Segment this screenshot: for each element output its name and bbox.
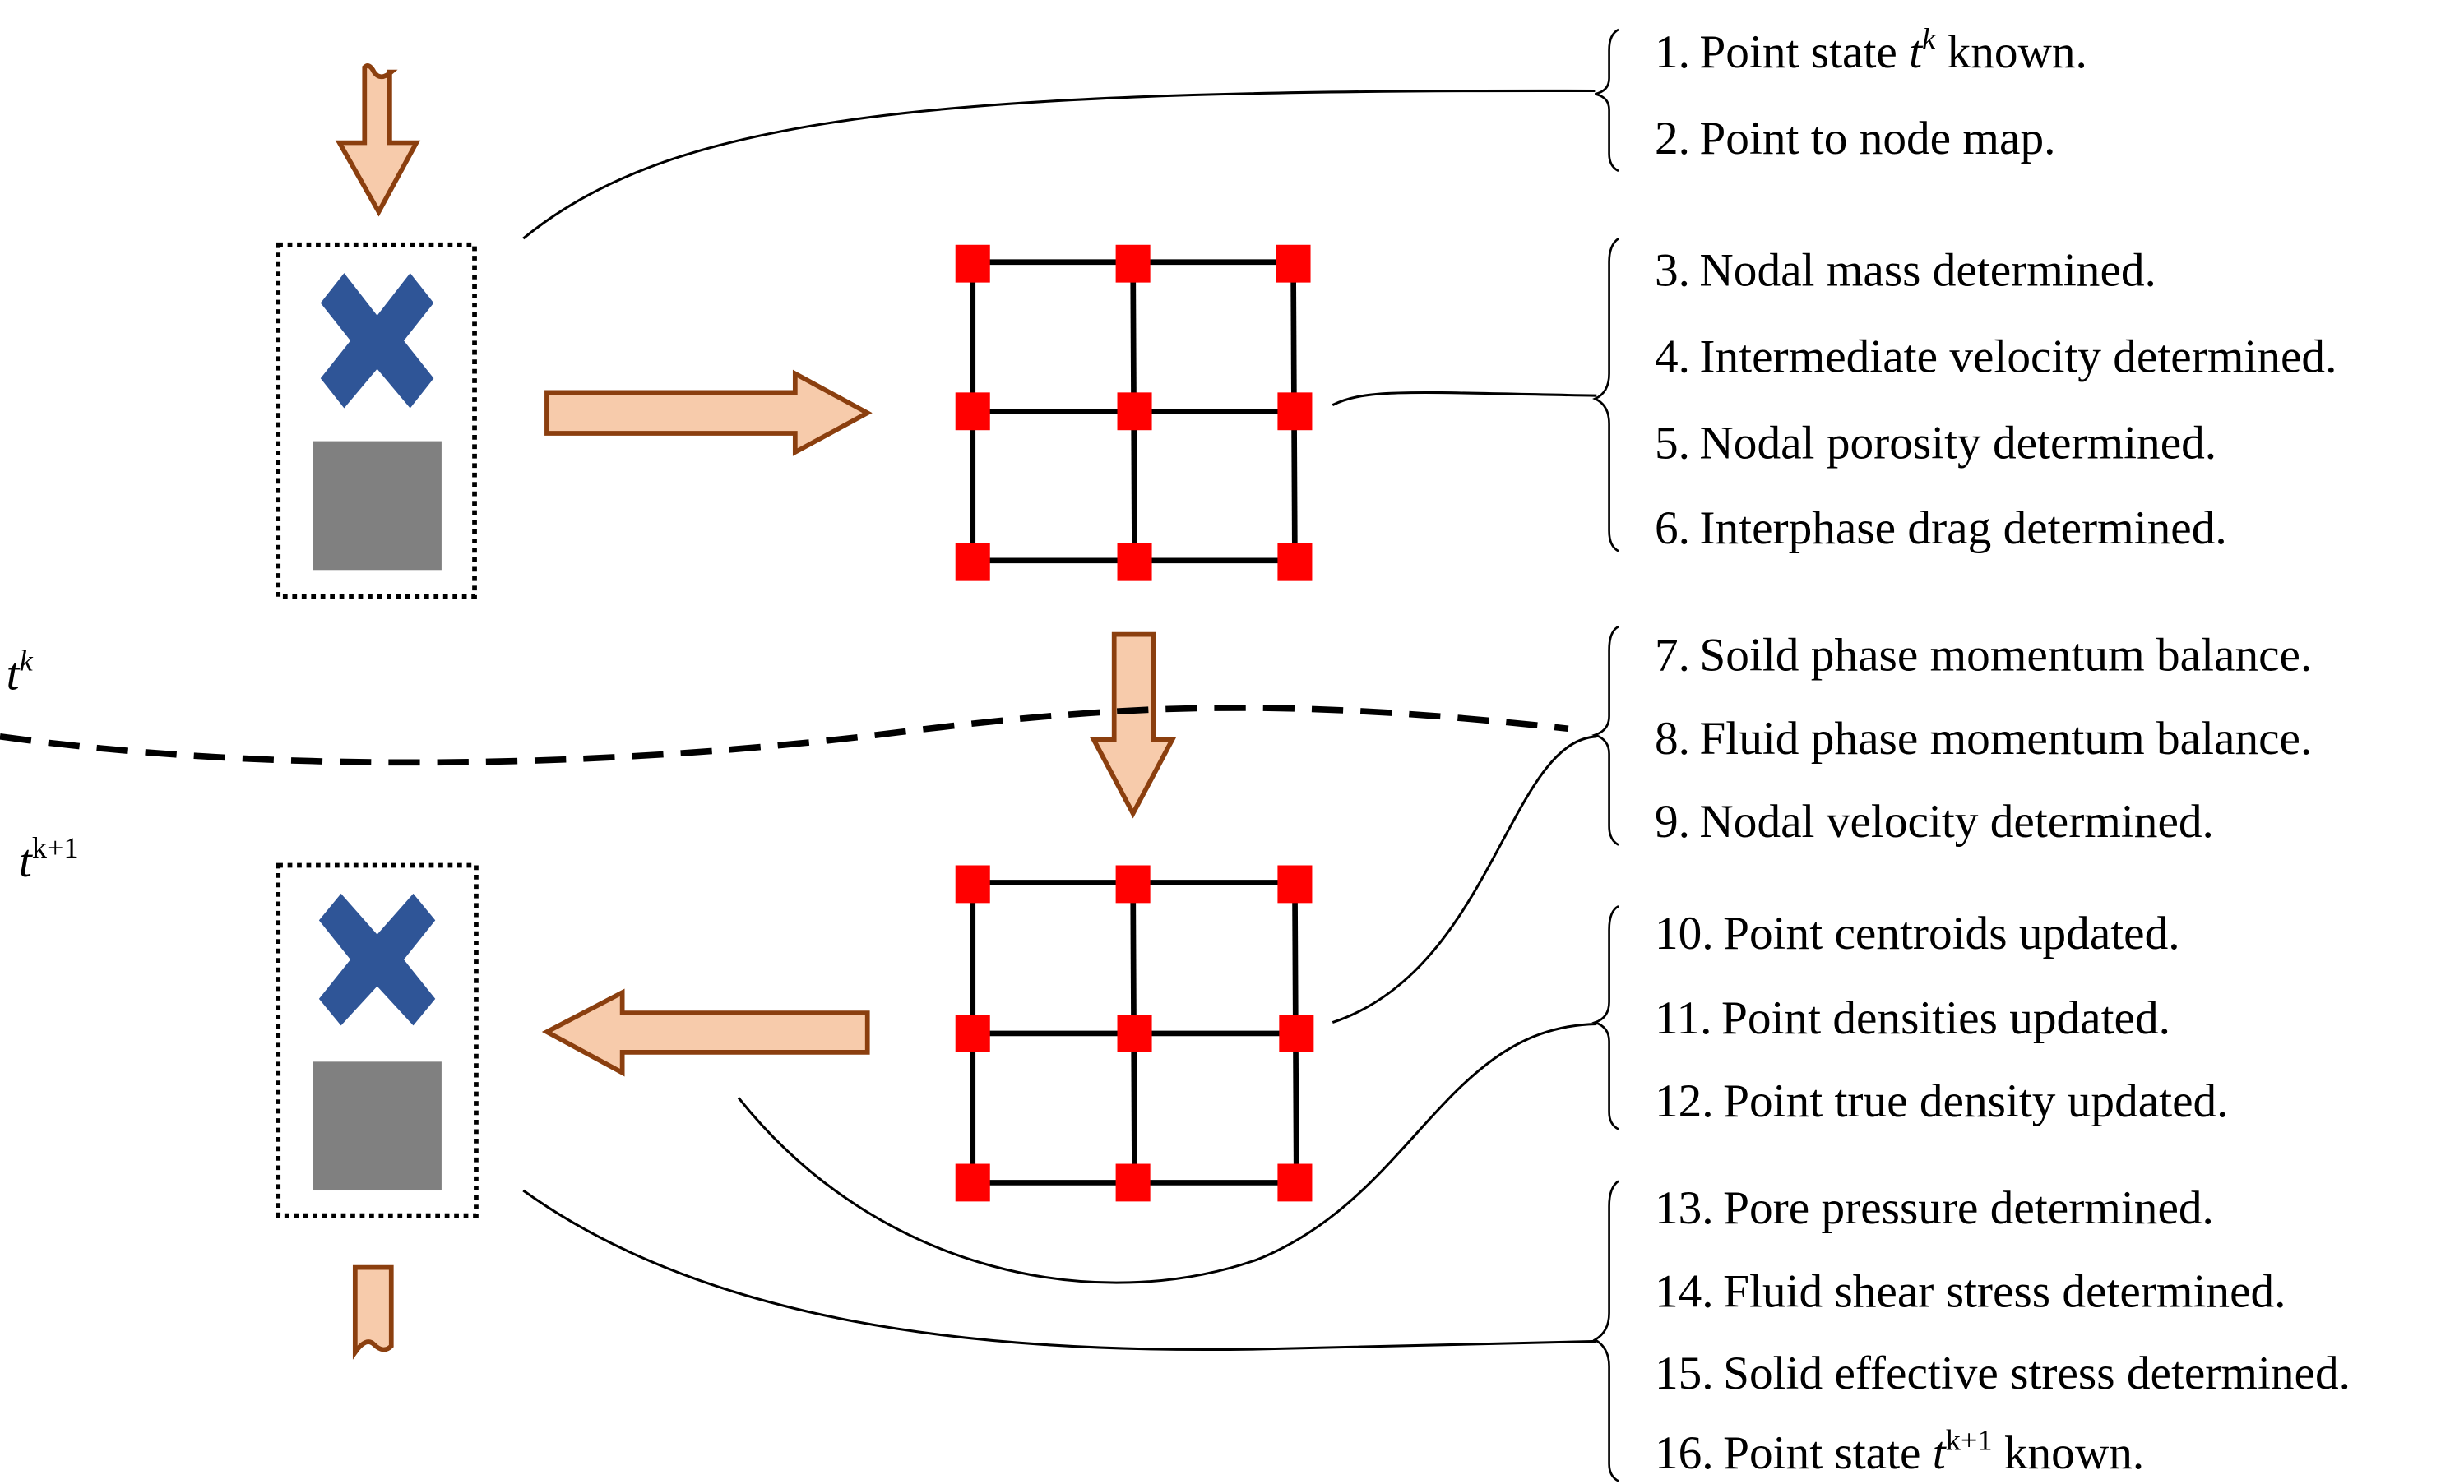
- step-5: 5.Nodal porosity determined.: [1655, 418, 2216, 469]
- step-15: 15.Solid effective stress determined.: [1655, 1348, 2351, 1399]
- grid-node: [1115, 865, 1151, 904]
- brace-group-2: [1592, 238, 1619, 552]
- grid-node: [955, 1163, 990, 1202]
- grid-node: [1117, 543, 1152, 581]
- grid-node: [1277, 392, 1313, 431]
- brace-group-1: [1595, 28, 1619, 173]
- brace-group-3: [1591, 625, 1619, 846]
- grid-node: [955, 392, 990, 431]
- step-2: 2.Point to node map.: [1655, 113, 2055, 164]
- step-7: 7.Soild phase momentum balance.: [1655, 630, 2312, 682]
- background-grid-upper: [955, 244, 1313, 581]
- incoming-arrow: [335, 63, 421, 217]
- step-10: 10.Point centroids updated.: [1655, 908, 2180, 959]
- step-12: 12.Point true density updated.: [1655, 1075, 2229, 1127]
- time-label-tk1: tk+1: [19, 831, 79, 887]
- material-point-box-tk: [276, 242, 477, 599]
- grid-node: [1279, 1015, 1314, 1052]
- fluid-point-square-icon: [313, 441, 442, 571]
- solid-point-cross-icon: [318, 893, 436, 1026]
- outgoing-arrow: [352, 1264, 394, 1360]
- connector-group-3: [1332, 735, 1597, 1024]
- step-1: 1.Point state tk known.: [1655, 22, 2087, 78]
- grid-node: [955, 543, 990, 581]
- step-11: 11.Point densities updated.: [1655, 992, 2170, 1044]
- step-list: 1.Point state tk known. 2.Point to node …: [1655, 22, 2351, 1479]
- background-grid-lower: [955, 865, 1314, 1202]
- time-step-separator: [0, 705, 1569, 766]
- fluid-point-square-icon: [313, 1061, 442, 1191]
- grid-solve-arrow: [1090, 631, 1177, 819]
- brace-group-5: [1592, 1180, 1619, 1482]
- step-14: 14.Fluid shear stress determined.: [1655, 1265, 2286, 1317]
- map-to-points-arrow: [541, 988, 870, 1077]
- material-point-box-tk1: [276, 862, 479, 1218]
- time-label-tk: tk: [7, 645, 34, 700]
- grid-node: [1277, 865, 1313, 904]
- connector-group-2: [1332, 391, 1597, 407]
- grid-node: [1115, 1163, 1151, 1202]
- step-3: 3.Nodal mass determined.: [1655, 244, 2156, 296]
- grid-node: [955, 1015, 990, 1052]
- connector-group-5: [522, 1189, 1597, 1352]
- step-6: 6.Interphase drag determined.: [1655, 502, 2227, 554]
- connector-group-1: [522, 89, 1596, 240]
- grid-node: [1117, 392, 1152, 431]
- grid-node: [1117, 1015, 1152, 1052]
- grid-node: [1277, 543, 1313, 581]
- step-9: 9.Nodal velocity determined.: [1655, 796, 2214, 848]
- step-8: 8.Fluid phase momentum balance.: [1655, 713, 2312, 765]
- grid-node: [955, 244, 990, 283]
- solid-point-cross-icon: [320, 273, 434, 409]
- step-4: 4.Intermediate velocity determined.: [1655, 331, 2337, 383]
- grid-node: [1115, 244, 1151, 283]
- brace-group-4: [1591, 904, 1619, 1130]
- map-to-grid-arrow: [544, 369, 873, 456]
- grid-node: [955, 865, 990, 904]
- step-16: 16.Point state tk+1 known.: [1655, 1423, 2144, 1479]
- grid-node: [1276, 244, 1311, 283]
- step-13: 13.Pore pressure determined.: [1655, 1182, 2214, 1234]
- connector-group-4: [737, 1022, 1597, 1284]
- grid-node: [1277, 1163, 1313, 1202]
